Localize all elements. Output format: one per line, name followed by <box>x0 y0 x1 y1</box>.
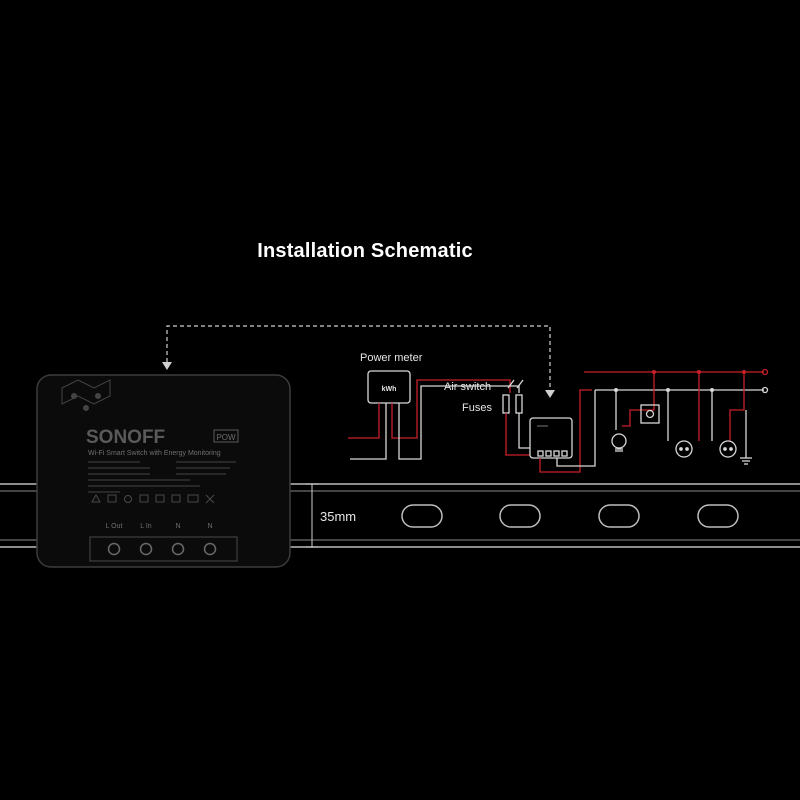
air-switch-label: Air switch <box>444 381 491 393</box>
ground-icon <box>740 410 752 465</box>
rail-width-label: 35mm <box>320 509 356 524</box>
fuse <box>515 394 523 414</box>
dashed-link <box>162 325 555 398</box>
page-title: Installation Schematic <box>257 240 473 262</box>
lamp-icon <box>611 433 627 452</box>
terminal-label: N <box>175 523 180 530</box>
terminal-label: N <box>207 523 212 530</box>
certification-marks <box>91 493 215 504</box>
rail-slot <box>598 504 640 528</box>
power-meter <box>367 370 411 404</box>
fuse <box>502 394 510 414</box>
power-meter-label: Power meter <box>360 352 423 364</box>
wiring-schematic: Power meter kWh Air switch Fuses <box>348 352 769 473</box>
rail-dimension: 35mm <box>306 483 356 548</box>
wall-switch <box>640 404 660 424</box>
fuses-label: Fuses <box>462 402 492 414</box>
terminal-screw <box>171 542 185 556</box>
terminal-screw <box>107 542 121 556</box>
mounting-clip <box>61 379 111 411</box>
model-badge: POW <box>216 433 236 442</box>
air-switch <box>507 379 524 389</box>
outlet-icon <box>719 440 737 458</box>
terminal-screw <box>203 542 217 556</box>
spec-fine-print <box>88 461 236 493</box>
rail-slot <box>401 504 443 528</box>
outlet-icon <box>675 440 693 458</box>
terminal-screws <box>107 542 217 556</box>
terminal-screw <box>139 542 153 556</box>
rail-slot <box>499 504 541 528</box>
device-subtitle: Wi-Fi Smart Switch with Energy Monitorin… <box>88 450 221 457</box>
schematic-module-terminals <box>537 450 568 457</box>
rail-slot <box>697 504 739 528</box>
sonoff-device: SONOFF POW Wi-Fi Smart Switch with Energ… <box>36 374 291 568</box>
terminal-label: L Out <box>106 523 123 530</box>
device-brand: SONOFF <box>86 427 165 448</box>
terminal-label: L In <box>140 523 152 530</box>
schematic-module <box>529 417 573 459</box>
kwh-label: kWh <box>382 386 397 393</box>
